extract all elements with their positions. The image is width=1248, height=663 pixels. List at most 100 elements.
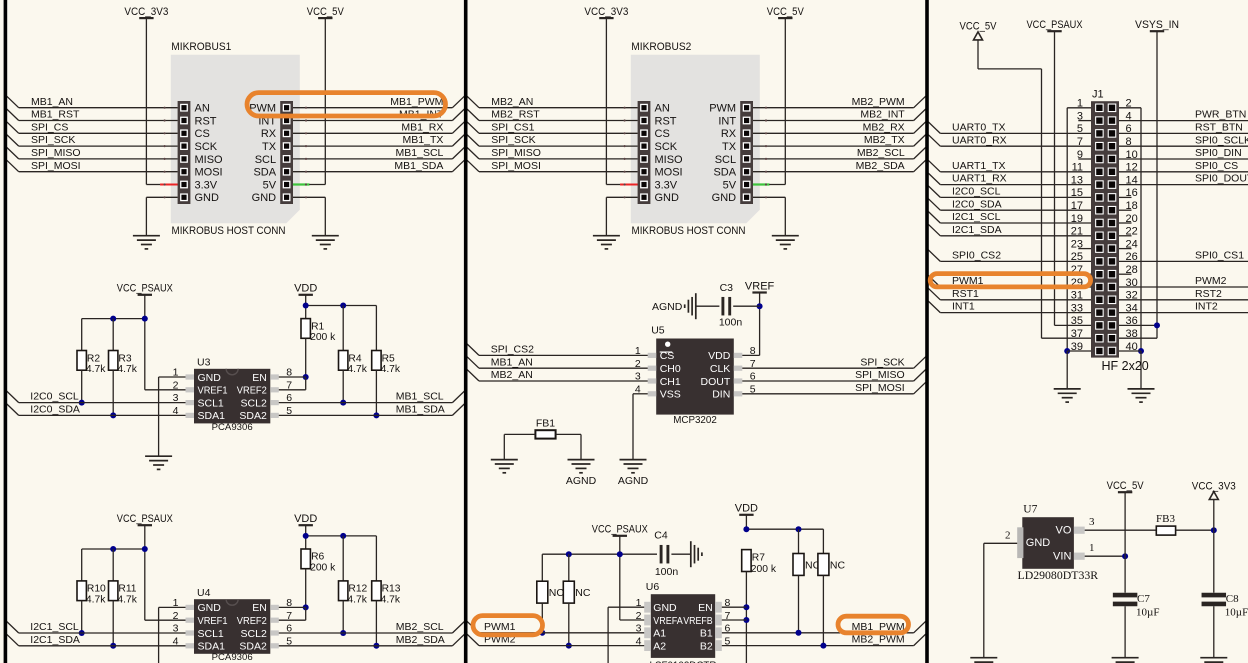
svg-text:MB1_AN: MB1_AN [491,356,533,368]
svg-text:1: 1 [173,367,179,379]
svg-text:VCC_3V3: VCC_3V3 [124,6,168,18]
svg-text:5: 5 [1077,123,1083,135]
svg-text:RST: RST [195,115,217,127]
svg-text:VCC_3V3: VCC_3V3 [584,6,628,18]
svg-text:CS: CS [195,128,210,140]
svg-text:MB1_SCL: MB1_SCL [396,147,444,159]
svg-text:16: 16 [1126,187,1138,199]
svg-text:SDA1: SDA1 [198,410,226,422]
svg-text:31: 31 [1071,290,1083,302]
svg-text:200 k: 200 k [751,564,777,575]
svg-text:MB2_SCL: MB2_SCL [857,147,905,159]
svg-text:24: 24 [1126,238,1138,250]
svg-text:SCK: SCK [195,141,218,153]
svg-text:6: 6 [286,392,292,404]
svg-text:VREFB: VREFB [683,615,713,627]
svg-text:C7: C7 [1137,593,1150,605]
svg-text:SPI0_CS1: SPI0_CS1 [1195,250,1244,262]
svg-text:20: 20 [1126,213,1138,225]
svg-text:200 k: 200 k [310,332,336,343]
svg-text:MB2_TX: MB2_TX [864,134,905,146]
svg-text:AGND: AGND [652,301,683,313]
svg-text:MB1_PWM: MB1_PWM [852,621,905,633]
svg-text:5V: 5V [263,179,277,191]
svg-text:VCC_PSAUX: VCC_PSAUX [117,513,174,525]
svg-text:R4: R4 [348,353,361,364]
svg-text:CS: CS [655,128,670,140]
svg-text:UART0_RX: UART0_RX [952,134,1007,146]
svg-text:TX: TX [722,141,737,153]
svg-text:MCP3202: MCP3202 [673,415,717,426]
svg-text:2: 2 [1005,530,1011,542]
svg-text:MIKROBUS1: MIKROBUS1 [171,41,231,53]
svg-text:SPI_MISO: SPI_MISO [31,147,81,159]
svg-text:I2C1_SDA: I2C1_SDA [952,224,1002,236]
svg-text:MB1_TX: MB1_TX [403,134,444,146]
svg-text:SPI0_CS2: SPI0_CS2 [952,250,1001,262]
svg-text:VDD: VDD [294,513,317,525]
svg-text:SCL1: SCL1 [198,628,224,640]
svg-text:VREF: VREF [745,280,775,292]
svg-text:1: 1 [1089,542,1095,554]
svg-text:8: 8 [750,345,756,357]
svg-text:5: 5 [286,635,292,647]
svg-text:EN: EN [252,602,267,614]
svg-text:5: 5 [286,405,292,417]
svg-text:VDD: VDD [735,503,758,515]
svg-text:2: 2 [173,610,179,622]
svg-text:UART1_RX: UART1_RX [952,173,1007,185]
svg-text:7: 7 [286,379,292,391]
svg-text:4: 4 [636,635,642,647]
svg-text:PCA9306: PCA9306 [212,422,253,433]
svg-text:11: 11 [1072,162,1083,174]
svg-text:SDA2: SDA2 [239,641,267,653]
svg-text:AN: AN [655,103,670,115]
svg-text:4.7k: 4.7k [86,364,106,375]
svg-text:SCL: SCL [715,154,736,166]
svg-text:DOUT: DOUT [701,376,731,388]
svg-text:U5: U5 [651,324,665,336]
svg-text:3: 3 [1089,516,1095,528]
svg-text:C4: C4 [654,530,668,542]
svg-text:14: 14 [1126,174,1138,186]
svg-text:MB2_INT: MB2_INT [860,109,905,121]
svg-text:TX: TX [262,141,277,153]
svg-text:R7: R7 [752,552,765,563]
svg-text:22: 22 [1126,226,1138,238]
svg-text:28: 28 [1126,264,1138,276]
svg-text:I2C1_SDA: I2C1_SDA [30,634,80,646]
svg-text:UART1_TX: UART1_TX [952,160,1006,172]
svg-text:C3: C3 [720,282,734,294]
svg-text:INT2: INT2 [1195,301,1218,313]
svg-text:SCL1: SCL1 [198,397,224,409]
svg-text:32: 32 [1126,290,1138,302]
svg-text:PWM: PWM [709,103,736,115]
svg-text:2: 2 [1126,98,1132,110]
svg-text:A2: A2 [653,640,666,652]
svg-text:U7: U7 [1023,504,1037,516]
svg-text:13: 13 [1071,174,1083,186]
svg-text:I2C1_SCL: I2C1_SCL [30,621,79,633]
svg-text:HF 2x20: HF 2x20 [1102,359,1149,373]
svg-text:SPI_MISO: SPI_MISO [855,369,905,381]
svg-text:MB1_PWM: MB1_PWM [390,96,443,108]
svg-text:EN: EN [252,372,267,384]
svg-text:R6: R6 [311,552,324,563]
svg-text:40: 40 [1126,341,1138,353]
svg-text:4: 4 [635,383,641,395]
svg-text:SPI_MOSI: SPI_MOSI [31,160,81,172]
svg-text:VCC_PSAUX: VCC_PSAUX [117,283,174,295]
svg-text:3.3V: 3.3V [195,179,218,191]
svg-text:5: 5 [725,635,731,647]
svg-text:4.7k: 4.7k [117,364,137,375]
svg-text:6: 6 [750,371,756,383]
svg-text:FB1: FB1 [536,417,555,429]
svg-text:MB2_SDA: MB2_SDA [856,160,905,172]
svg-text:SCL2: SCL2 [241,628,267,640]
svg-text:CH0: CH0 [660,363,681,375]
svg-text:15: 15 [1071,187,1083,199]
svg-text:MOSI: MOSI [655,167,683,179]
svg-text:RST: RST [655,115,677,127]
svg-text:33: 33 [1071,302,1083,314]
svg-text:38: 38 [1126,328,1138,340]
